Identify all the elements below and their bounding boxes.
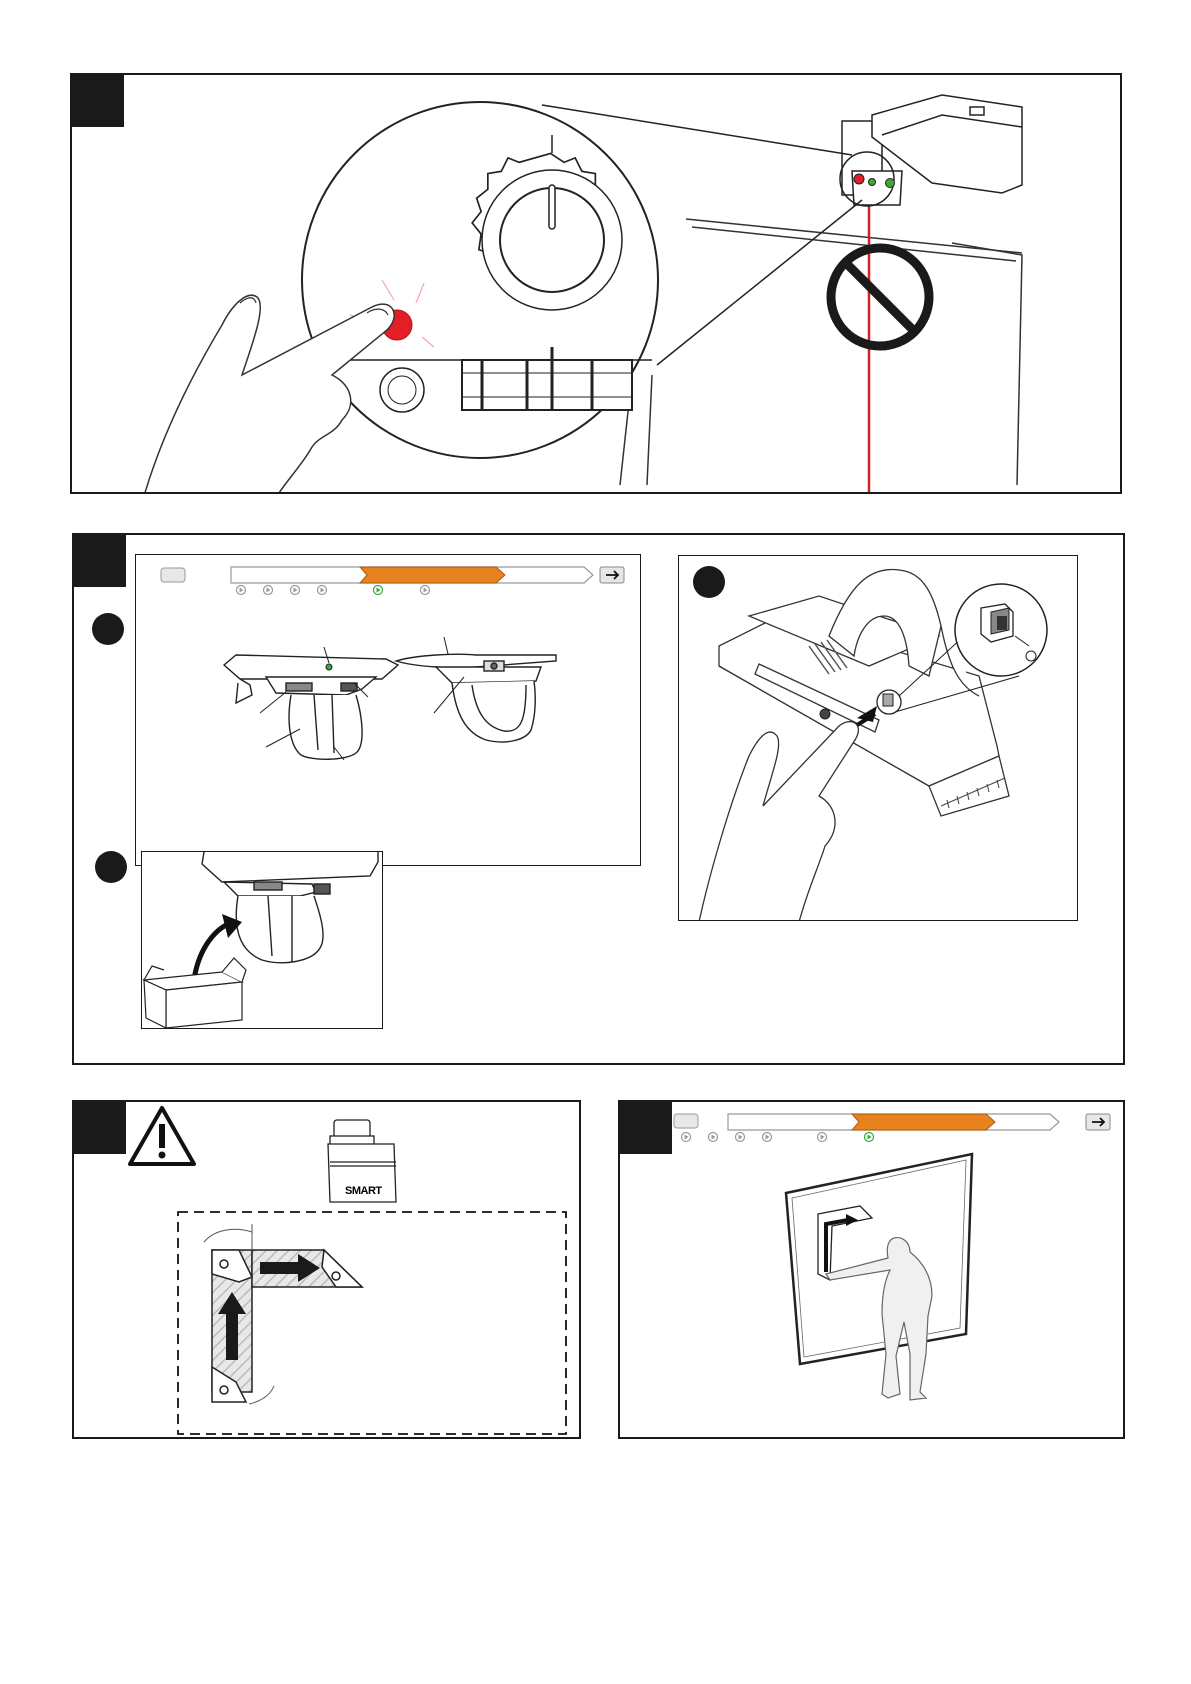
- prohibited-circle-icon: [831, 248, 929, 346]
- mount-plate-illustration: [679, 556, 1078, 921]
- back-button: [161, 568, 185, 582]
- camera-module-side: [396, 654, 556, 742]
- step-panel-1: [70, 73, 1122, 494]
- software-screen: [135, 554, 641, 866]
- progress-active-segment: [852, 1114, 995, 1130]
- step-marker: [74, 535, 126, 587]
- carry-case-logo: SMART: [345, 1185, 382, 1197]
- camera-reset-panel: [678, 555, 1078, 921]
- progress-screen: [136, 555, 641, 866]
- wall-alignment-illustration: [620, 1102, 1125, 1439]
- progress-active-segment: [360, 567, 505, 583]
- warning-triangle-icon: [130, 1108, 194, 1164]
- unpack-camera-panel: [141, 851, 383, 1029]
- substep-marker-b: [95, 851, 127, 883]
- step-panel-2: [72, 533, 1125, 1065]
- projector-icon: [842, 95, 1022, 205]
- whiteboard-icon: [786, 1154, 972, 1364]
- progress-step-markers: [682, 1133, 874, 1142]
- substep-marker-a: [92, 613, 124, 645]
- step-panel-4: [618, 1100, 1125, 1439]
- back-button: [674, 1114, 698, 1128]
- progress-step-markers: [237, 586, 430, 595]
- alignment-tool-illustration: [74, 1102, 581, 1439]
- hand-illustration: [699, 722, 858, 921]
- projector-indicator-illustration: [72, 75, 1122, 494]
- unpack-illustration: [142, 852, 383, 1029]
- step-panel-3: SMART: [72, 1100, 581, 1439]
- whiteboard-outline: [620, 219, 1022, 485]
- camera-module-front: [224, 655, 398, 759]
- zoom-detail-circle: [302, 102, 658, 458]
